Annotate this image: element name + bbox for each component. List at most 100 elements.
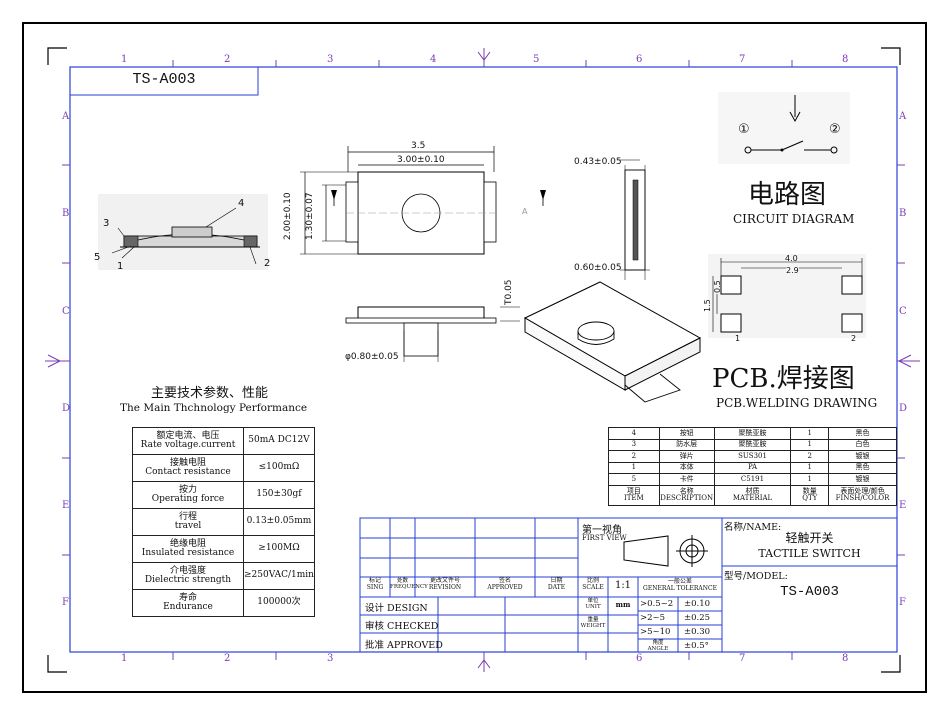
circuit-title-cn: 电路图 (748, 180, 827, 210)
param-value: ≥250VAC/1min (243, 562, 315, 590)
callout-3: 3 (103, 218, 110, 229)
scale-value: 1:1 (614, 580, 632, 591)
tolerance-range: >5~10 (640, 627, 671, 637)
col-marker-7: 7 (739, 54, 746, 65)
row-marker-b-right: B (899, 208, 907, 219)
design-label: 设计 DESIGN (365, 603, 428, 614)
tolerance-range: >2~5 (640, 613, 666, 623)
row-marker-c-right: C (899, 306, 907, 317)
row-marker-d: D (62, 403, 71, 414)
outer-frame (22, 22, 927, 693)
col-marker-6-bottom: 6 (636, 653, 643, 664)
params-title-cn: 主要技术参数、性能 (151, 386, 269, 401)
pcb-pin-2: 2 (851, 334, 857, 343)
column-ticks (172, 60, 793, 660)
pcb-title-cn: PCB.焊接图 (712, 364, 855, 394)
row-marker-c: C (62, 306, 70, 317)
param-value: 100000次 (243, 589, 315, 617)
pcb-dim-pad: 0.5 (713, 280, 722, 293)
pcb-title-en: PCB.WELDING DRAWING (716, 396, 878, 410)
row-marker-f-right: F (899, 597, 906, 608)
col-marker-4: 4 (430, 54, 437, 65)
circuit-title-en: CIRCUIT DIAGRAM (733, 212, 855, 226)
top-view (300, 146, 546, 255)
dim-thickness: T0.05 (504, 279, 514, 305)
col-marker-2-bottom: 2 (224, 653, 231, 664)
row-marker-b: B (62, 208, 70, 219)
row-ticks (62, 164, 905, 556)
dim-side-top: 0.43±0.05 (574, 157, 622, 167)
tolerance-value: ±0.30 (684, 627, 711, 637)
title-block-grid (359, 517, 898, 653)
isometric-view (523, 281, 702, 403)
col-marker-7-bottom: 7 (739, 653, 746, 664)
dim-height-inner: 1.30±0.07 (305, 192, 315, 240)
dim-side-bottom: 0.60±0.05 (574, 263, 622, 273)
col-marker-1: 1 (121, 54, 128, 65)
front-view (345, 306, 520, 362)
row-marker-e: E (62, 500, 70, 511)
tolerance-value: ±0.10 (684, 599, 711, 609)
circuit-symbol (718, 92, 850, 164)
col-marker-6: 6 (636, 54, 643, 65)
unit-value: mm (615, 600, 631, 609)
pcb-dim-width: 4.0 (785, 254, 798, 263)
first-view-en: FIRST VIEW (582, 534, 627, 542)
dim-height-outer: 2.00±0.10 (283, 192, 293, 240)
part-code: TS-A003 (132, 71, 196, 88)
circuit-pin-1: ① (738, 122, 750, 137)
param-value: 0.13±0.05mm (243, 508, 315, 536)
param-value: 150±30gf (243, 481, 315, 509)
col-marker-5: 5 (533, 54, 540, 65)
corner-marks (47, 47, 901, 673)
callout-5: 5 (94, 252, 101, 263)
row-marker-f: F (62, 597, 69, 608)
first-view-cn: 第一视角 (582, 525, 622, 536)
circuit-pin-2: ② (829, 122, 841, 137)
dim-width-inner: 3.00±0.10 (397, 155, 445, 165)
param-value: ≥100MΩ (243, 535, 315, 563)
first-angle-symbol (623, 535, 708, 567)
callout-1: 1 (117, 261, 124, 272)
tolerance-value: ±0.25 (684, 613, 711, 623)
row-marker-d-right: D (899, 403, 908, 414)
callout-4: 4 (238, 198, 245, 209)
angle-tolerance: ±0.5° (684, 641, 709, 651)
col-marker-3: 3 (327, 54, 334, 65)
row-marker-a-right: A (899, 111, 907, 122)
model-value: TS-A003 (780, 584, 839, 600)
checked-label: 审核 CHECKED (365, 621, 439, 632)
row-marker-e-right: E (899, 500, 907, 511)
side-view (620, 159, 650, 280)
name-en: TACTILE SWITCH (758, 547, 861, 560)
param-value: ≤100mΩ (243, 454, 315, 482)
params-title-en: The Main Thchnology Performance (120, 402, 308, 414)
approved-label: 批准 APPROVED (365, 640, 443, 651)
